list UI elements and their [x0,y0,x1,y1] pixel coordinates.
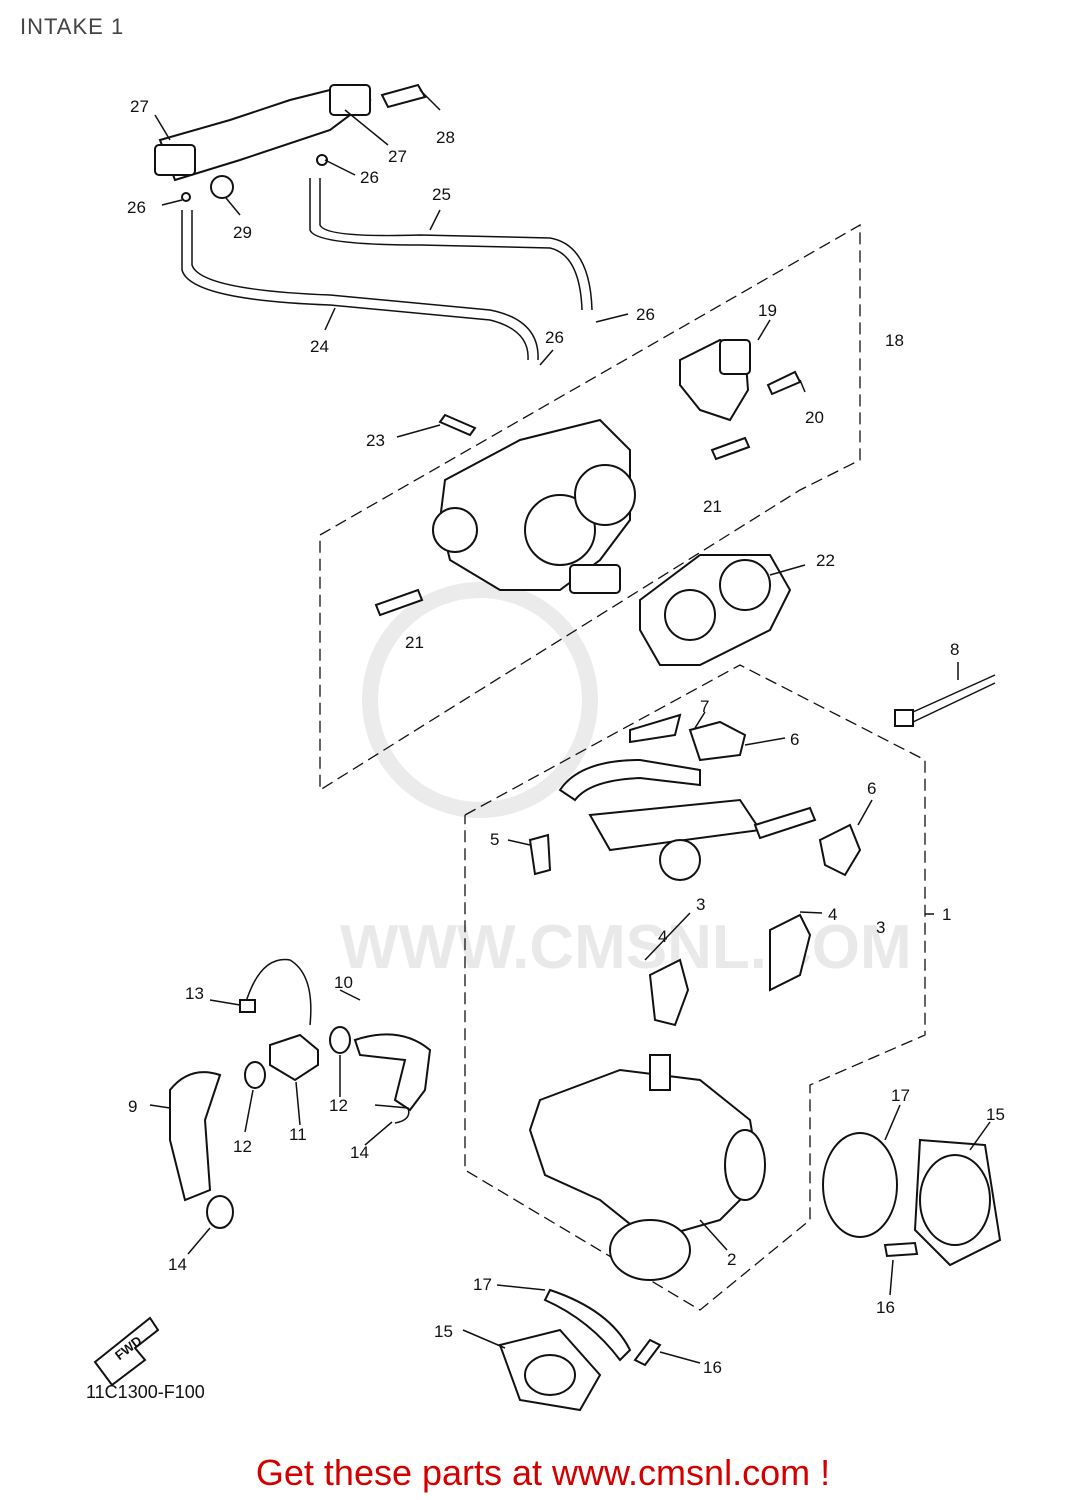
callout-9: 9 [128,1097,137,1116]
callout-23: 23 [366,431,385,450]
callout-12: 12 [329,1096,348,1115]
fuel-rail-assembly [528,713,862,1027]
callout-25: 25 [432,185,451,204]
promo-link[interactable]: Get these parts at www.cmsnl.com ! [255,1452,831,1493]
hose-24-inner [191,210,539,361]
callout-19: 19 [758,301,777,320]
hose-24 [181,210,529,361]
callout-16: 16 [703,1358,722,1377]
callout-14: 14 [350,1143,369,1162]
cmsnl-watermark: WWW.CMSNL.COM [340,582,912,982]
group-outline-1 [464,664,926,1311]
callout-26: 26 [127,198,146,217]
clamp-17-right [822,1132,898,1238]
band-13 [244,958,312,1026]
hose-25 [309,178,583,311]
cable-tie-8 [894,674,996,727]
callout-27: 27 [388,147,407,166]
bolt-16-lower [633,1338,662,1367]
fitting-11 [269,1033,319,1082]
clamp-17-lower [543,1288,632,1362]
label-7 [629,713,682,744]
diagram-code: 11C1300-F100 [86,1382,205,1402]
callout-6: 6 [790,730,799,749]
clip-14-left [206,1195,234,1229]
intake-manifold [528,1054,766,1281]
callout-24: 24 [310,337,329,356]
callout-18: 18 [885,331,904,350]
callout-6: 6 [867,779,876,798]
band-13-clasp [239,999,256,1013]
callout-15: 15 [434,1322,453,1341]
callout-8: 8 [950,640,959,659]
joint-15-right [913,1138,1002,1267]
clip-14-right [374,1104,410,1124]
callout-28: 28 [436,128,455,147]
callout-13: 13 [185,984,204,1003]
callout-10: 10 [334,973,353,992]
gasket-22 [639,554,792,666]
callout-3: 3 [696,895,705,914]
clip-6-right [818,823,862,877]
hose-25-inner [319,178,593,311]
clip-12-left [244,1061,266,1089]
clip-6-top [688,720,747,762]
callout-5: 5 [490,830,499,849]
callout-4: 4 [828,905,837,924]
hose-10 [353,1033,432,1112]
callout-3: 3 [876,918,885,937]
clip-12-right [329,1026,351,1054]
screw-21-lower [374,588,424,617]
callout-22: 22 [816,551,835,570]
callout-29: 29 [233,223,252,242]
watermark-text: WWW.CMSNL.COM [340,913,912,982]
injector-right [769,913,812,992]
callout-1: 1 [942,905,951,924]
callout-labels: 27 28 27 26 26 29 25 24 26 26 19 18 20 2… [127,97,1005,1377]
callout-11: 11 [289,1125,307,1144]
throttle-position-sensor [679,338,802,422]
injector-left [648,958,690,1027]
callout-17: 17 [891,1086,910,1105]
callout-4: 4 [658,927,667,946]
callout-16: 16 [876,1298,895,1317]
callout-21: 21 [703,497,722,516]
callout-17: 17 [473,1275,492,1294]
joint-15-lower [498,1328,602,1412]
bolt-16-right [883,1241,919,1258]
callout-20: 20 [805,408,824,427]
callout-26: 26 [360,168,379,187]
callout-27: 27 [130,97,149,116]
callout-2: 2 [727,1250,736,1269]
page-title: INTAKE 1 [20,14,125,39]
sensor-bracket [154,83,427,202]
callout-21: 21 [405,633,424,652]
leader-lines [149,89,991,1364]
fwd-arrow: FWD [93,1316,160,1387]
callout-26: 26 [636,305,655,324]
callout-7: 7 [700,697,709,716]
callout-12: 12 [233,1137,252,1156]
bolt-5 [528,833,552,876]
hose-9 [169,1071,222,1202]
callout-15: 15 [986,1105,1005,1124]
screw-21-upper [710,436,751,461]
callout-14: 14 [168,1255,187,1274]
throttle-body [432,413,636,594]
callout-26: 26 [545,328,564,347]
group-outline-18 [319,223,861,792]
